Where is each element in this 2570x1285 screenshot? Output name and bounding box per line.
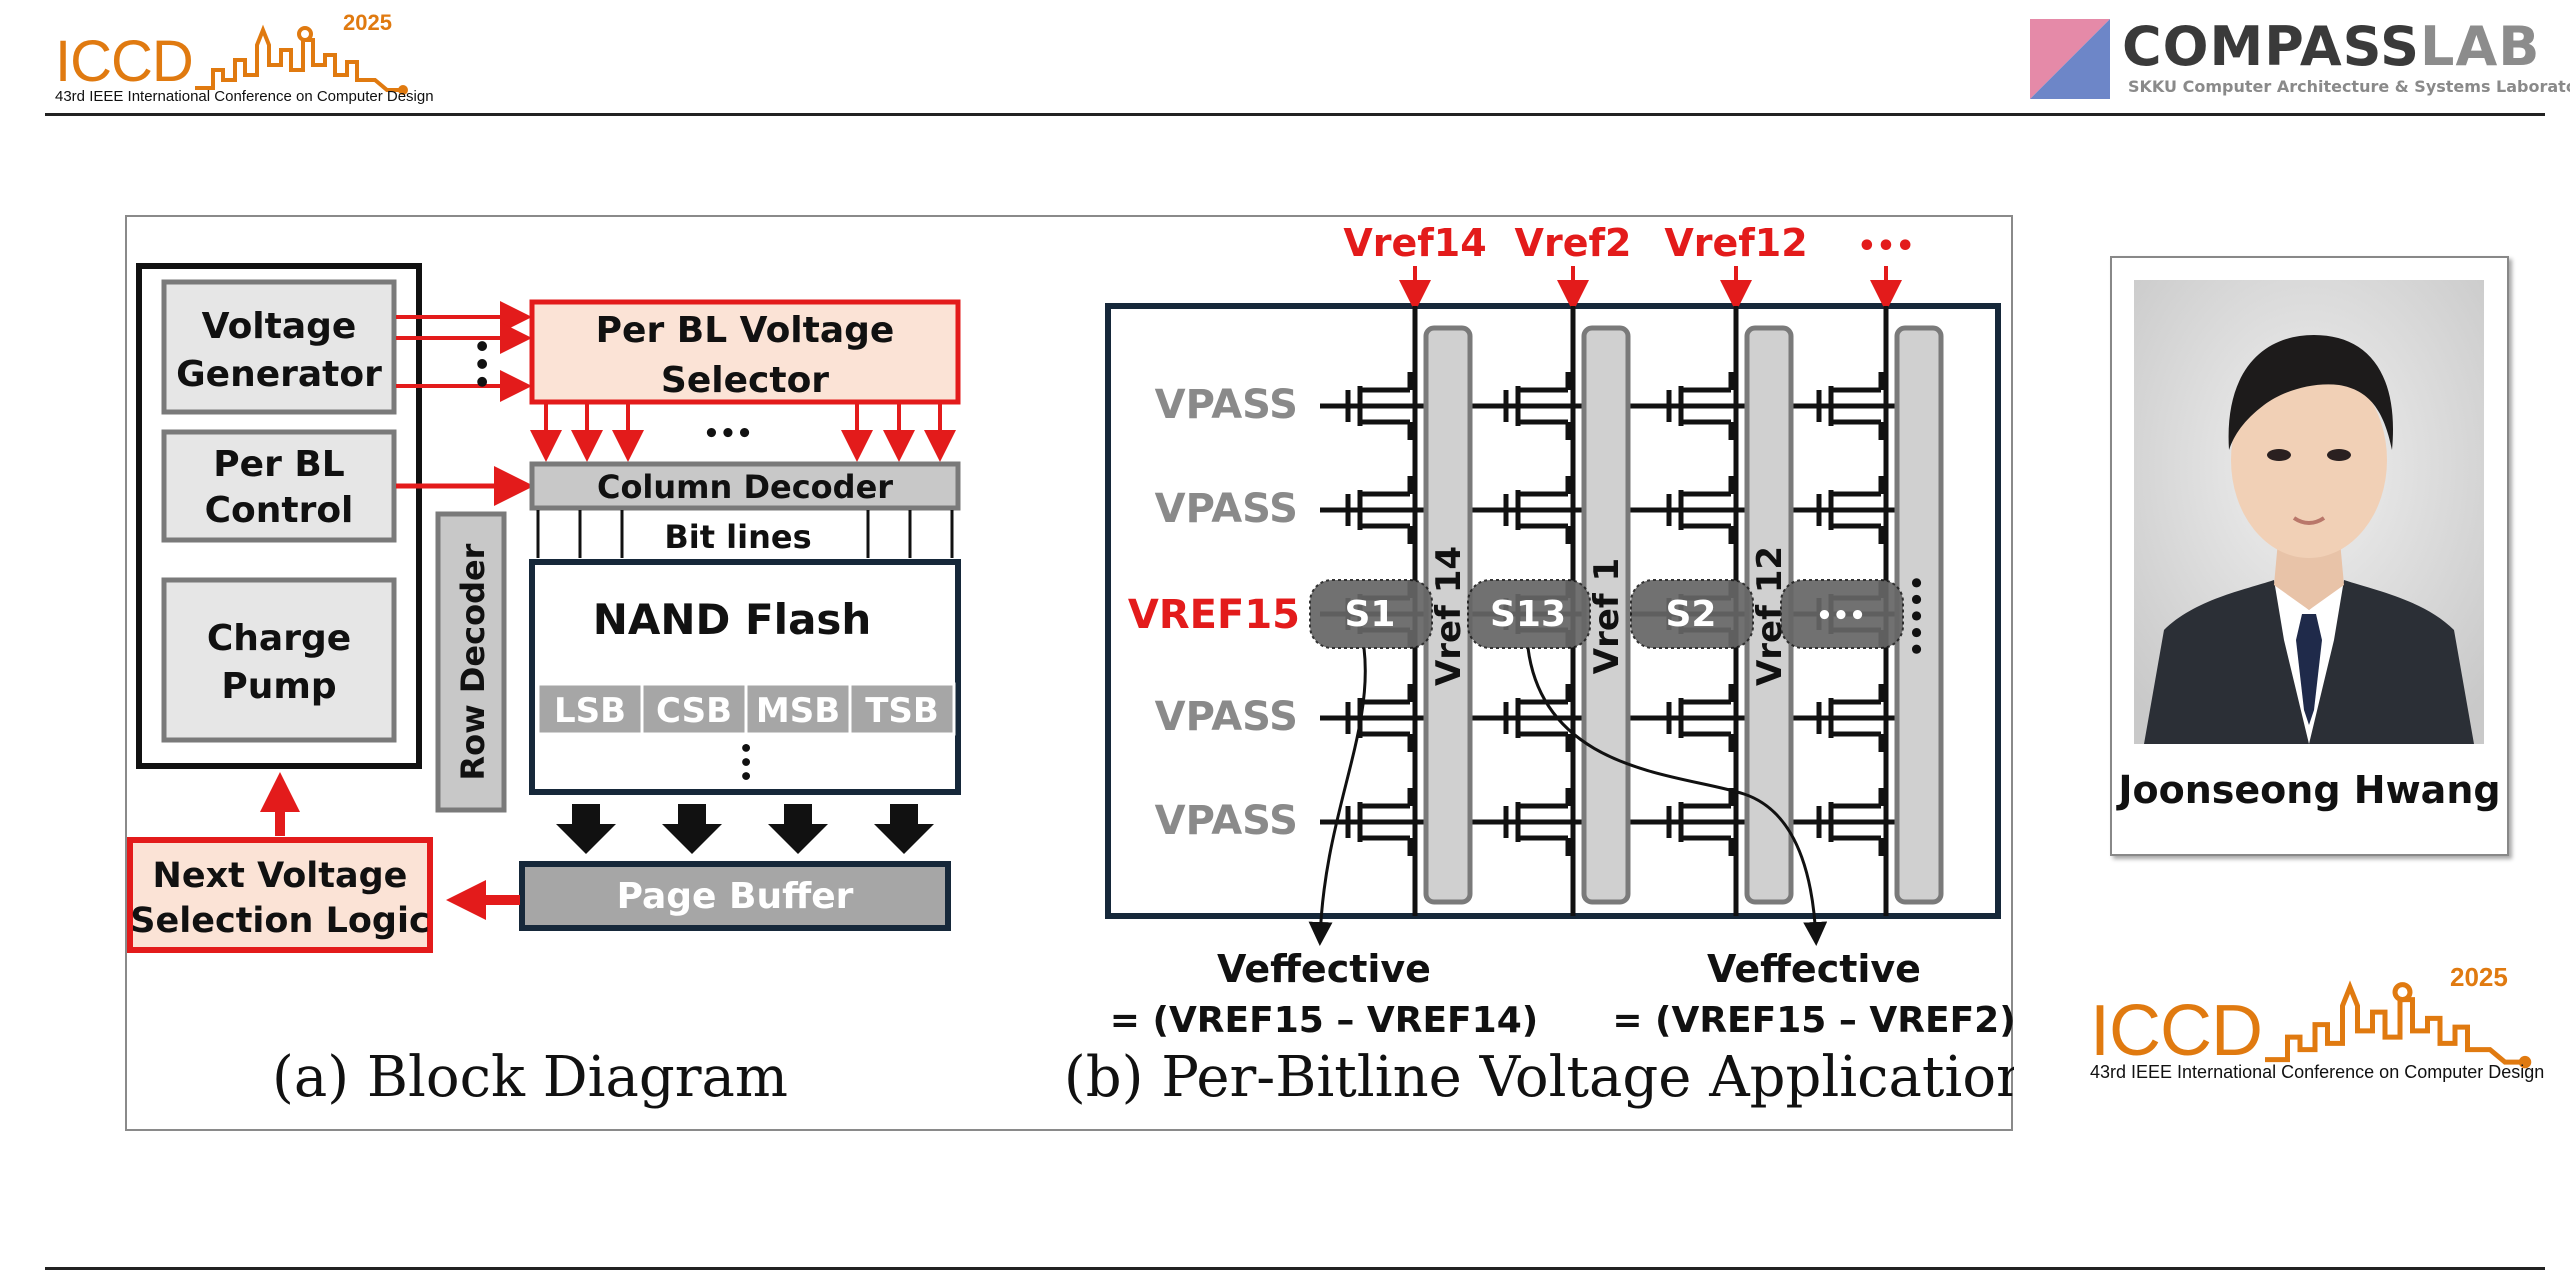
generator-ellipsis: ••• (465, 337, 498, 391)
charge-pump-line2: Pump (221, 666, 336, 707)
top-rule (45, 113, 2545, 116)
next-voltage-line1: Next Voltage (153, 856, 408, 896)
voltage-generator-line2: Generator (176, 354, 382, 395)
block-diagram: Voltage Generator Per BL Control Charge … (127, 263, 961, 1110)
per-bl-selector-line1: Per BL Voltage (596, 310, 895, 351)
row-label-5: VPASS (1155, 798, 1298, 844)
iccd-logo-bottom: ICCD 2025 43rd IEEE International Confer… (2090, 960, 2550, 1090)
next-voltage-line2: Selection Logic (130, 901, 429, 941)
column-label-2: Vref 1 (1587, 558, 1627, 674)
iccd-logo-top: ICCD 2025 43rd IEEE International Confer… (55, 10, 434, 105)
state-s2: S2 (1666, 594, 1717, 635)
veff-right-line2: = (VREF15 – VREF2) (1612, 1000, 2014, 1041)
voltage-generator-box (161, 279, 397, 415)
page-lsb: LSB (554, 691, 626, 731)
veff-right-line1: Veffective (1707, 947, 1921, 991)
presenter-card: Joonseong Hwang (2110, 256, 2509, 856)
column-label-1: Vref 14 (1429, 546, 1469, 686)
charge-pump-box (161, 577, 397, 743)
iccd-tagline: 43rd IEEE International Conference on Co… (55, 88, 434, 105)
page-tsb: TSB (865, 691, 939, 731)
veff-left-arrow (1308, 647, 1367, 946)
per-bl-selector-line2: Selector (661, 360, 829, 401)
bit-lines-label: Bit lines (664, 518, 811, 556)
lab-name-light: LAB (2420, 15, 2541, 78)
page-csb: CSB (656, 691, 732, 731)
row-label-4: VPASS (1155, 694, 1298, 740)
charge-pump-line1: Charge (207, 618, 351, 659)
per-bl-control-line2: Control (205, 490, 354, 531)
row-label-3: VREF15 (1128, 592, 1300, 638)
bottom-rule (45, 1267, 2545, 1270)
row-label-2: VPASS (1155, 486, 1298, 532)
top-ref-1: Vref14 (1343, 221, 1486, 265)
nand-flash-box (529, 559, 961, 795)
top-ref-3: Vref12 (1664, 221, 1807, 265)
iccd-logo-year: 2025 (343, 10, 392, 35)
per-bl-control-box (161, 429, 397, 543)
bit-lines-group (536, 510, 954, 558)
iccd-logo-bottom-year: 2025 (2450, 962, 2508, 992)
column-decoder-label: Column Decoder (597, 468, 893, 506)
presenter-photo (2134, 280, 2484, 744)
veff-left-line2: = (VREF15 – VREF14) (1110, 1000, 1538, 1041)
page-buffer-label: Page Buffer (617, 876, 854, 917)
top-ref-2: Vref2 (1515, 221, 1632, 265)
state-pills: S1 S13 S2 ••• (1309, 579, 1904, 649)
skyline-bottom-icon (2265, 980, 2532, 1069)
bitline-voltage-diagram: Vref14 Vref2 Vref12 ••• (1064, 221, 2014, 1110)
presenter-name: Joonseong Hwang (2118, 768, 2501, 812)
iccd-bottom-tagline: 43rd IEEE International Conference on Co… (2090, 1062, 2545, 1082)
caption-b: (b) Per-Bitline Voltage Application (1064, 1045, 2014, 1110)
compasslab-logo: COMPASSLAB SKKU Computer Architecture & … (2030, 15, 2570, 100)
iccd-logo-bottom-word: ICCD (2090, 991, 2263, 1071)
lab-name-dark: COMPASS (2122, 15, 2421, 78)
veff-right-arrow (1526, 647, 1828, 946)
nand-flash-label: NAND Flash (593, 595, 872, 644)
selector-ellipsis: ••• (703, 419, 753, 449)
nand-to-buffer-arrows (556, 804, 934, 854)
veff-left-line1: Veffective (1217, 947, 1431, 991)
channel-bars (1423, 325, 1944, 905)
page-cells: LSB CSB MSB TSB (536, 682, 956, 736)
voltage-generator-line1: Voltage (202, 306, 357, 347)
figure-panel: Voltage Generator Per BL Control Charge … (125, 215, 2014, 1131)
column-decoder-box (529, 461, 961, 511)
per-bl-control-line1: Per BL (213, 444, 344, 485)
nand-ellipsis: ••• (732, 741, 757, 783)
compasslab-mark-icon (2030, 19, 2110, 99)
caption-a: (a) Block Diagram (272, 1045, 788, 1110)
lab-subtitle: SKKU Computer Architecture & Systems Lab… (2128, 77, 2570, 96)
skyline-icon (195, 24, 408, 95)
state-s1: S1 (1345, 594, 1396, 635)
state-s13: S13 (1490, 594, 1566, 635)
page-msb: MSB (756, 691, 840, 731)
per-bl-selector-box (529, 299, 961, 405)
page-buffer-box (519, 861, 951, 931)
iccd-logo-word: ICCD (55, 29, 194, 94)
row-decoder-box (435, 511, 507, 813)
column-label-4: ••••• (1903, 574, 1933, 657)
state-ellipsis: ••• (1816, 601, 1866, 631)
next-voltage-logic-box (127, 837, 433, 953)
top-ref-4: ••• (1857, 229, 1915, 264)
row-label-1: VPASS (1155, 382, 1298, 428)
row-decoder-label: Row Decoder (454, 543, 492, 780)
